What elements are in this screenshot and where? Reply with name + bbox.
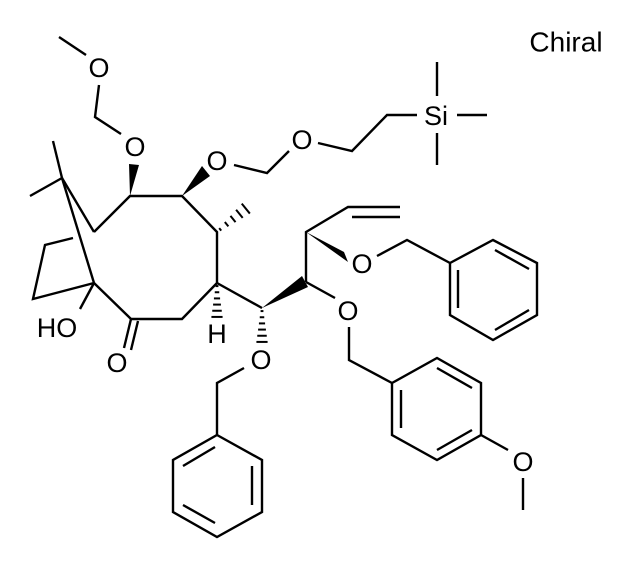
bonds xyxy=(29,36,539,539)
atom-o: O xyxy=(124,132,145,162)
atom-o: O xyxy=(106,348,127,378)
bond-gem-c8 xyxy=(60,177,96,233)
bond-pmb-o xyxy=(480,433,509,452)
bond-gem-me1 xyxy=(51,140,64,179)
atom-o: O xyxy=(291,125,312,155)
bond-ketone-1 xyxy=(122,318,133,349)
bond-sem xyxy=(233,150,290,175)
atom-o: O xyxy=(512,447,533,477)
phenyl-1-inner-c xyxy=(494,308,530,332)
bond-bridge-ring xyxy=(31,236,95,301)
atom-hydroxyl: HO xyxy=(37,313,78,343)
bond-c4-c9 xyxy=(216,281,263,310)
pmb-inner-b xyxy=(436,366,473,390)
bond-bn1 xyxy=(215,366,245,435)
chiral-label: Chiral xyxy=(529,27,602,58)
atom-o: O xyxy=(351,249,372,279)
bond-c7-oh xyxy=(78,282,96,310)
atom-o: O xyxy=(337,296,358,326)
atom-o: O xyxy=(88,53,109,83)
bond-c10-o7 xyxy=(305,280,336,300)
phenyl-2-inner-c xyxy=(182,503,216,525)
hashed-bonds xyxy=(211,203,268,343)
bond-ring xyxy=(93,194,219,321)
hashed-bond-methyl xyxy=(224,221,230,228)
bond-pmb-ch2 xyxy=(347,327,393,385)
pmb-inner-c xyxy=(436,428,473,452)
atom-o: O xyxy=(250,345,271,375)
bond-ketone-2 xyxy=(129,320,140,351)
bond-c10-c11 xyxy=(304,205,400,282)
atom-labels: O O O O Si O HO H O O O O xyxy=(37,53,534,477)
pmb-ring xyxy=(390,356,483,462)
bond-bn2 xyxy=(376,238,451,265)
bond-gem-me2 xyxy=(29,176,63,198)
wedge-c1-o xyxy=(129,164,139,196)
hashed-bond-methyl xyxy=(240,203,251,215)
atom-o: O xyxy=(206,146,227,176)
atom-si: Si xyxy=(424,101,448,131)
phenyl-2-inner-a xyxy=(182,445,216,468)
wedge-c11-o xyxy=(306,232,348,262)
hashed-bond-methyl xyxy=(229,215,237,223)
hashed-bond-methyl xyxy=(235,209,244,219)
phenyl-1-inner-b xyxy=(494,248,530,271)
wedge-c2-o xyxy=(182,166,210,196)
atom-h: H xyxy=(207,319,227,349)
wedge-c9-c10 xyxy=(262,276,308,308)
bond-sem-chain xyxy=(317,113,417,153)
bond-mom1-ch2 xyxy=(93,84,122,136)
phenyl-ring-1 xyxy=(448,238,539,342)
phenyl-ring-2 xyxy=(171,433,264,539)
bond-mom1 xyxy=(58,36,87,56)
hashed-bond-methyl xyxy=(218,227,222,232)
bond-gem-c7 xyxy=(60,177,96,284)
